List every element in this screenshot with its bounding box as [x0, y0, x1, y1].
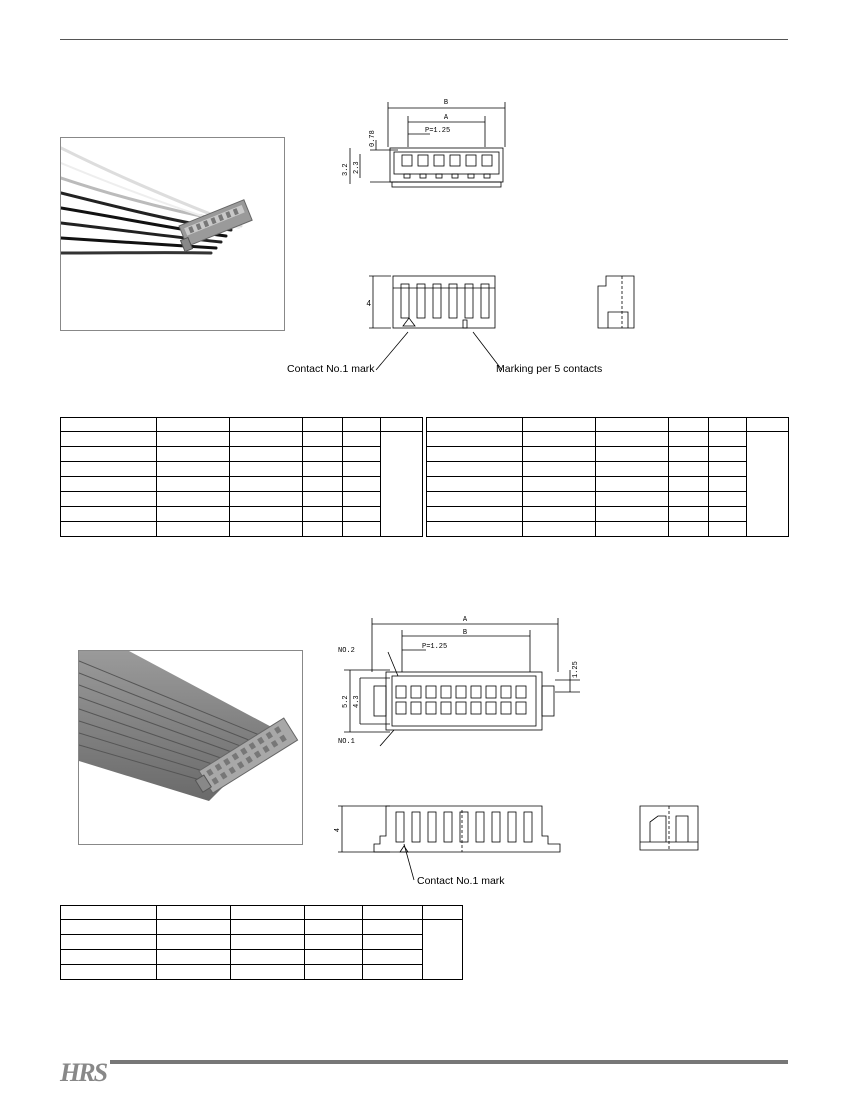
table-row	[60, 919, 463, 980]
table-row	[426, 476, 789, 492]
cable-assembly-image-1	[61, 146, 253, 255]
dim-2.3: 2.3	[353, 161, 361, 174]
dim-A-2: A	[463, 616, 468, 624]
table-header-row	[60, 417, 423, 432]
label-no1: NO.1	[338, 738, 355, 746]
table-header-row	[426, 417, 789, 432]
dim-1.25: 1.25	[572, 661, 580, 678]
connector-photo-1	[60, 137, 285, 331]
connector2-side-drawing	[639, 805, 699, 851]
table-row	[60, 446, 423, 462]
dim-4.3: 4.3	[353, 695, 361, 708]
table-row	[60, 506, 423, 522]
connector-photo-2	[78, 650, 303, 845]
dim-0.78: 0.78	[369, 130, 377, 147]
connector1-bottom-drawing: 4	[367, 275, 496, 329]
connector1-front-drawing: B A P=1.25 0.78 3.2 2.3	[342, 99, 506, 188]
table-row	[60, 491, 423, 507]
label-no2: NO.2	[338, 647, 355, 655]
table-row	[60, 964, 463, 980]
table-row	[60, 431, 423, 537]
dim-B-2: B	[463, 629, 467, 637]
table-row	[60, 934, 463, 950]
connector2-bottom-drawing: 4	[334, 805, 561, 853]
marking-per-5-label: Marking per 5 contacts	[496, 363, 603, 375]
table-row	[60, 949, 463, 965]
dim-side-4: 4	[367, 299, 372, 308]
callout-leader-2	[403, 843, 415, 881]
table-row	[426, 446, 789, 462]
table-header-row	[60, 905, 463, 920]
dim-pitch: P=1.25	[425, 127, 450, 135]
table-row	[426, 461, 789, 477]
spec-table-1-left	[60, 417, 423, 537]
dim-pitch-2: P=1.25	[422, 643, 447, 651]
callout-leaders-1	[375, 331, 503, 371]
table-row	[426, 431, 789, 537]
header-rule	[60, 39, 788, 40]
table-row	[60, 476, 423, 492]
dim-A: A	[444, 114, 449, 122]
cable-assembly-image-2	[79, 651, 299, 801]
connector2-front-drawing: A B P=1.25 NO.2 NO.1 5.2 4.3 1.25	[338, 616, 580, 747]
table-row	[426, 521, 789, 537]
dim-side-4-2: 4	[334, 828, 341, 832]
connector1-side-drawing	[597, 275, 635, 329]
hrs-logo: HRS	[60, 1058, 108, 1087]
table-row	[426, 491, 789, 507]
dim-3.2: 3.2	[342, 163, 350, 176]
dim-5.2: 5.2	[342, 695, 350, 708]
footer-rule	[110, 1060, 788, 1064]
spec-table-1-right	[426, 417, 789, 537]
table-row	[426, 506, 789, 522]
spec-table-2	[60, 905, 463, 980]
contact-no1-mark-label-2: Contact No.1 mark	[417, 875, 505, 887]
table-row	[60, 461, 423, 477]
contact-no1-mark-label-1: Contact No.1 mark	[287, 363, 375, 375]
dim-B: B	[444, 99, 448, 107]
table-row	[60, 521, 423, 537]
